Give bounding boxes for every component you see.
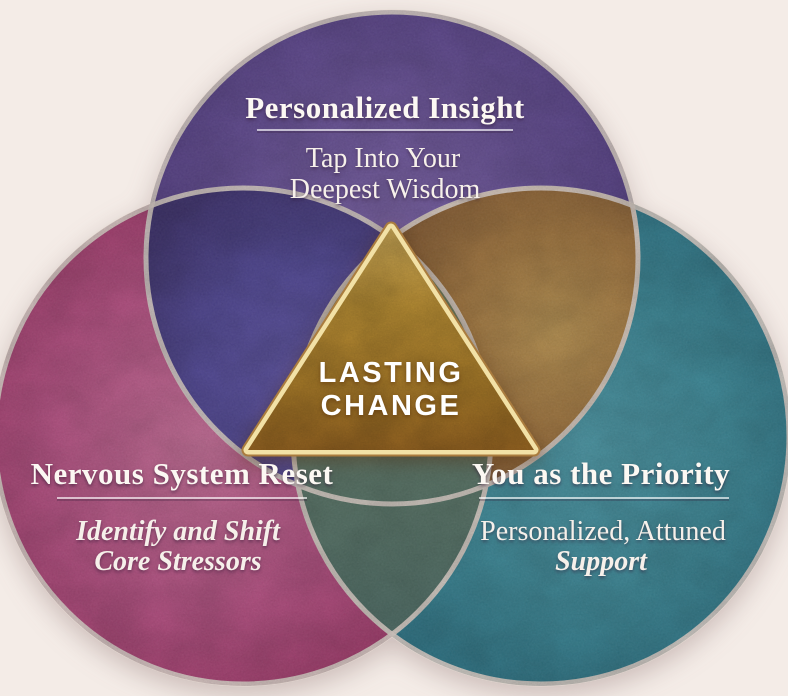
- title-insight: Personalized Insight: [245, 90, 525, 125]
- subtitle-insight-line1: Tap Into Your: [306, 143, 461, 174]
- subtitle-nervous-line1: Identify and Shift: [75, 516, 281, 547]
- title-priority: You as the Priority: [472, 456, 730, 491]
- label-group-priority: You as the Priority Personalized, Attune…: [472, 456, 730, 577]
- label-group-insight: Personalized Insight Tap Into Your Deepe…: [245, 90, 525, 205]
- subtitle-priority-line1: Personalized, Attuned: [480, 516, 726, 547]
- center-label-line2: CHANGE: [321, 390, 462, 422]
- subtitle-insight-line2: Deepest Wisdom: [290, 174, 481, 205]
- subtitle-priority-line2: Support: [555, 546, 648, 577]
- label-group-nervous-system: Nervous System Reset Identify and Shift …: [31, 456, 334, 577]
- title-nervous-system: Nervous System Reset: [31, 456, 334, 491]
- subtitle-nervous-line2: Core Stressors: [94, 546, 261, 577]
- label-group-center: LASTING CHANGE: [319, 357, 464, 422]
- center-label-line1: LASTING: [319, 357, 464, 389]
